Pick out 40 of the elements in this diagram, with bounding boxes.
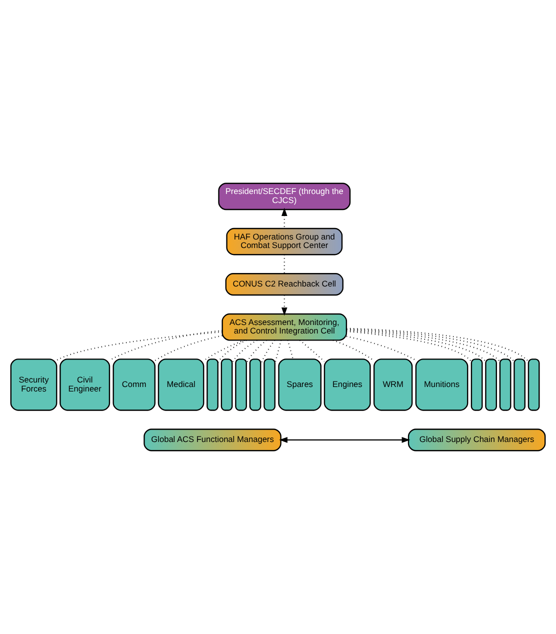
node-box: Global Supply Chain Managers xyxy=(408,428,546,452)
node-box: Security Forces xyxy=(10,358,58,411)
node-box: HAF Operations Group and Combat Support Center xyxy=(226,228,343,256)
arrow xyxy=(281,208,288,228)
connector xyxy=(346,336,416,361)
node-box: CONUS C2 Reachback Cell xyxy=(225,273,344,296)
node-box: WRM xyxy=(373,358,413,411)
connector xyxy=(260,340,276,365)
connector xyxy=(287,340,294,360)
node-box xyxy=(514,358,526,411)
node-box: Civil Engineer xyxy=(60,358,110,411)
connector xyxy=(56,331,222,361)
node-box: ACS Assessment, Monitoring, and Control Integration Cell xyxy=(222,313,348,341)
connector xyxy=(217,340,247,363)
node-box: Comm xyxy=(112,358,156,411)
connector xyxy=(232,340,258,364)
node-box: Medical xyxy=(158,358,204,411)
connector xyxy=(300,340,325,362)
node-box xyxy=(220,358,233,411)
arrow xyxy=(281,295,288,316)
node-box xyxy=(499,358,512,411)
node-box: Engines xyxy=(324,358,371,411)
connector xyxy=(154,335,222,362)
node-box xyxy=(249,358,262,411)
connector xyxy=(274,340,282,364)
node-box xyxy=(485,358,497,411)
node-box xyxy=(528,358,540,411)
connector xyxy=(246,340,267,364)
node-box: President/SECDEF (through the CJCS) xyxy=(218,182,351,210)
node-box xyxy=(206,358,218,411)
connector xyxy=(203,340,245,362)
node-box: Munitions xyxy=(415,358,468,411)
node-box xyxy=(235,358,247,411)
node-box xyxy=(264,358,276,411)
arrow xyxy=(279,437,410,443)
connector xyxy=(109,330,222,361)
node-box: Global ACS Functional Managers xyxy=(144,428,282,452)
node-box: Spares xyxy=(278,358,322,411)
connector xyxy=(332,340,374,362)
node-box xyxy=(470,358,483,411)
